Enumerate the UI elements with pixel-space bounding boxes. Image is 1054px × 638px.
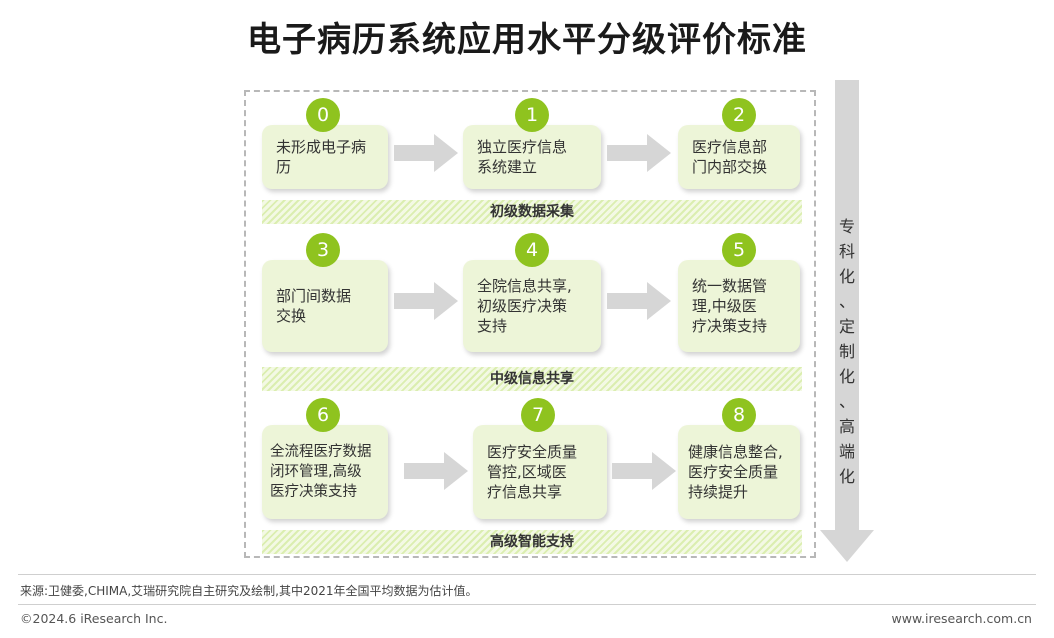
level-box-3: 部门间数据 交换	[262, 260, 388, 352]
right-arrow-icon	[607, 282, 671, 320]
level-text-7: 医疗安全质量 管控,区域医 疗信息共享	[487, 443, 578, 501]
level-text-5: 统一数据管 理,中级医 疗决策支持	[692, 277, 768, 335]
stage-band-1: 初级数据采集	[262, 200, 802, 224]
level-box-5: 统一数据管 理,中级医 疗决策支持	[678, 260, 800, 352]
level-box-4: 全院信息共享, 初级医疗决策 支持	[463, 260, 601, 352]
page-title: 电子病历系统应用水平分级评价标准	[247, 20, 807, 60]
right-arrow-icon	[394, 134, 458, 172]
down-arrow-icon	[820, 80, 874, 562]
level-badge-3: 3	[306, 233, 340, 267]
source-note: 来源:卫健委,CHIMA,艾瑞研究院自主研究及绘制,其中2021年全国平均数据为…	[20, 584, 478, 598]
stage-band-2: 中级信息共享	[262, 367, 802, 391]
level-box-7: 医疗安全质量 管控,区域医 疗信息共享	[473, 425, 607, 519]
level-badge-7: 7	[521, 398, 555, 432]
divider	[18, 604, 1036, 605]
side-label: 专 科 化 、 定 制 化 、 高 端 化	[838, 217, 855, 486]
level-box-6: 全流程医疗数据 闭环管理,高级 医疗决策支持	[262, 425, 388, 519]
level-badge-4: 4	[515, 233, 549, 267]
level-text-2: 医疗信息部 门内部交换	[692, 138, 768, 176]
site-url: www.iresearch.com.cn	[891, 611, 1033, 626]
level-badge-6: 6	[306, 398, 340, 432]
right-arrow-icon	[612, 452, 676, 490]
level-box-2: 医疗信息部 门内部交换	[678, 125, 800, 189]
level-text-3: 部门间数据 交换	[276, 287, 352, 325]
copyright: ©2024.6 iResearch Inc.	[20, 611, 168, 626]
right-arrow-icon	[394, 282, 458, 320]
level-text-1: 独立医疗信息 系统建立	[477, 138, 568, 176]
diagram-frame	[244, 90, 816, 558]
level-badge-1: 1	[515, 98, 549, 132]
level-box-8: 健康信息整合, 医疗安全质量 持续提升	[678, 425, 800, 519]
level-badge-5: 5	[722, 233, 756, 267]
right-arrow-icon	[404, 452, 468, 490]
level-badge-8: 8	[722, 398, 756, 432]
divider	[18, 574, 1036, 575]
level-box-0: 未形成电子病 历	[262, 125, 388, 189]
level-text-0: 未形成电子病 历	[276, 138, 367, 176]
stage-band-3: 高级智能支持	[262, 530, 802, 554]
level-badge-0: 0	[306, 98, 340, 132]
right-arrow-icon	[607, 134, 671, 172]
level-text-6: 全流程医疗数据 闭环管理,高级 医疗决策支持	[270, 444, 372, 500]
level-badge-2: 2	[722, 98, 756, 132]
level-text-4: 全院信息共享, 初级医疗决策 支持	[477, 277, 572, 335]
level-text-8: 健康信息整合, 医疗安全质量 持续提升	[688, 443, 783, 501]
level-box-1: 独立医疗信息 系统建立	[463, 125, 601, 189]
